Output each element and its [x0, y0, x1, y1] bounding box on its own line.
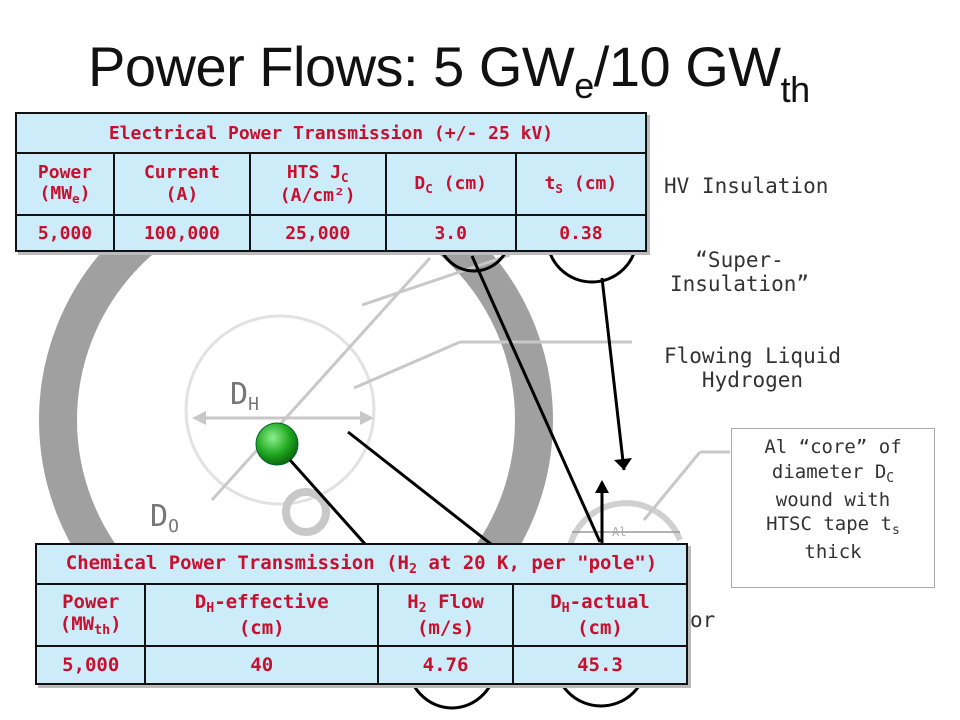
super-insulation-label: “Super-Insulation”: [670, 248, 810, 297]
chem-value-h2-flow: 4.76: [377, 645, 514, 685]
elec-header-dc: DC (cm): [384, 152, 517, 216]
chem-header-dh-effective: DH-effective(cm): [144, 583, 380, 647]
elec-header-power: Power(MWe): [15, 152, 115, 216]
elec-value-dc: 3.0: [384, 214, 517, 252]
chem-value-dh-effective: 40: [144, 645, 380, 685]
electrical-power-table: Electrical Power Transmission (+/- 25 kV…: [15, 112, 648, 252]
core-outline: [282, 488, 330, 536]
al-core-note: Al “core” of diameter DC wound with HTSC…: [731, 428, 935, 588]
elec-header-current: Current(A): [113, 152, 251, 216]
inner-hydrogen-boundary: [184, 314, 376, 506]
chemical-power-table: Chemical Power Transmission (H2 at 20 K,…: [34, 543, 689, 685]
chem-value-dh-actual: 45.3: [511, 645, 689, 685]
page-title: Power Flows: 5 GWe/10 GWth: [88, 35, 810, 110]
elec-value-current: 100,000: [113, 214, 251, 252]
electrical-table-title: Electrical Power Transmission (+/- 25 kV…: [15, 112, 647, 154]
dh-label: DH: [230, 377, 259, 415]
chem-value-power: 5,000: [34, 645, 147, 685]
do-label: DO: [150, 499, 179, 537]
elec-header-jc: HTS JC(A/cm²): [248, 152, 387, 216]
elec-header-ts: tS (cm): [514, 152, 648, 216]
elec-value-jc: 25,000: [248, 214, 387, 252]
chem-header-h2-flow: H2 Flow(m/s): [377, 583, 514, 647]
al-partial-label: Al: [612, 525, 627, 539]
hv-insulation-label: HV Insulation: [664, 174, 829, 198]
elec-value-ts: 0.38: [514, 214, 648, 252]
chem-header-dh-actual: DH-actual(cm): [511, 583, 689, 647]
cut-text-label: or: [690, 608, 716, 632]
chem-header-power: Power(MWth): [34, 583, 147, 647]
elec-value-power: 5,000: [15, 214, 115, 252]
hydrogen-sphere: [255, 422, 299, 466]
chemical-table-title: Chemical Power Transmission (H2 at 20 K,…: [35, 543, 688, 585]
tape-ring-detail: [565, 500, 683, 561]
